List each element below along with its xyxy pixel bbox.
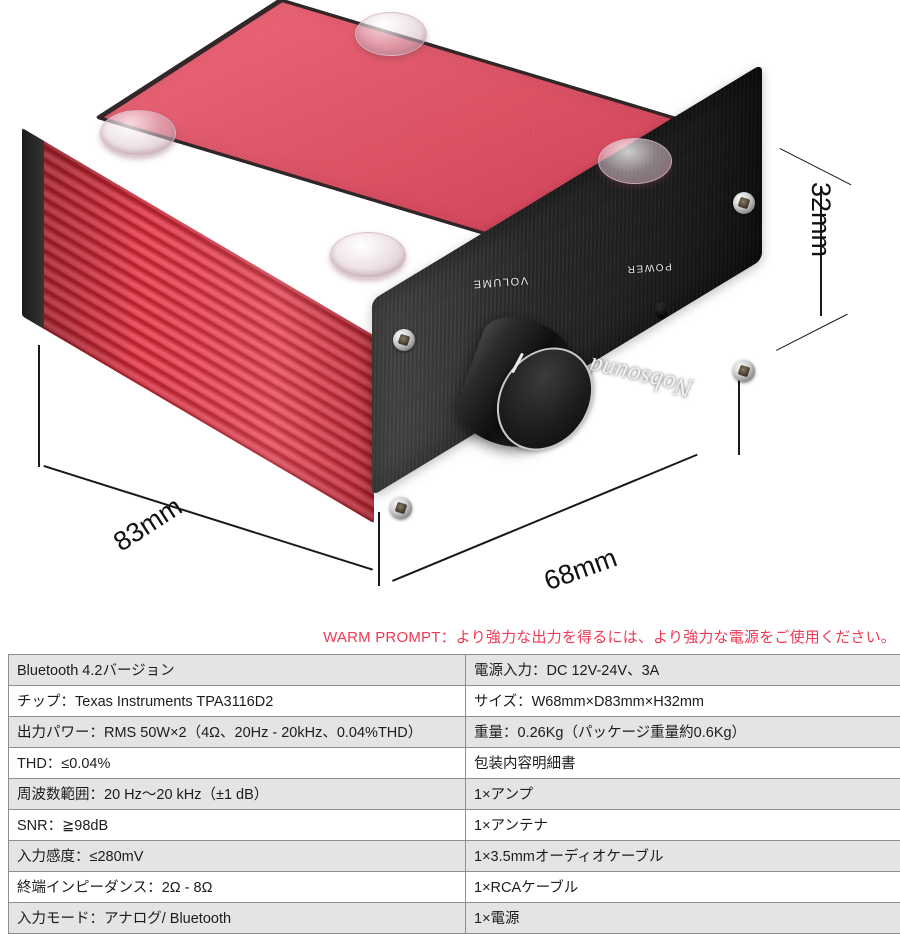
panel-screw-icon — [393, 329, 415, 351]
product-photo: VOLUME POWER Nobsound 32mm 83mm 68mm — [0, 0, 900, 620]
dimension-leader-line — [38, 345, 40, 467]
spec-cell-right: 1×RCAケーブル — [466, 872, 900, 903]
spec-cell-left: 出力パワー：RMS 50W×2（4Ω、20Hz - 20kHz、0.04%THD… — [9, 717, 466, 748]
panel-screw-icon — [733, 360, 755, 382]
spec-cell-right: サイズ：W68mm×D83mm×H32mm — [466, 686, 900, 717]
spec-cell-left: SNR：≧98dB — [9, 810, 466, 841]
spec-cell-right: 1×電源 — [466, 903, 900, 934]
panel-screw-icon — [733, 192, 755, 214]
rubber-foot — [330, 232, 406, 278]
spec-cell-right: 1×アンテナ — [466, 810, 900, 841]
table-row: 出力パワー：RMS 50W×2（4Ω、20Hz - 20kHz、0.04%THD… — [9, 717, 900, 748]
dimension-label-depth: 83mm — [108, 491, 188, 558]
dimension-leader-line — [776, 314, 848, 352]
table-row: Bluetooth 4.2バージョン電源入力：DC 12V-24V、3A — [9, 655, 900, 686]
spec-cell-right: 1×3.5mmオーディオケーブル — [466, 841, 900, 872]
dimension-label-height: 32mm — [805, 182, 836, 257]
table-row: 周波数範囲：20 Hz〜20 kHz（±1 dB）1×アンプ — [9, 779, 900, 810]
spec-cell-right: 重量：0.26Kg（パッケージ重量約0.6Kg） — [466, 717, 900, 748]
panel-screw-icon — [390, 497, 412, 519]
dimension-leader-line — [779, 148, 851, 186]
spec-cell-left: チップ：Texas Instruments TPA3116D2 — [9, 686, 466, 717]
power-led-icon — [655, 303, 668, 319]
rubber-foot — [100, 110, 176, 156]
spec-cell-right: 包装内容明細書 — [466, 748, 900, 779]
spec-cell-right: 1×アンプ — [466, 779, 900, 810]
spec-cell-left: 入力モード：アナログ/ Bluetooth — [9, 903, 466, 934]
dimension-leader-line — [738, 370, 740, 455]
rubber-foot — [355, 12, 427, 56]
spec-cell-left: THD：≤0.04% — [9, 748, 466, 779]
dimension-leader-line — [378, 512, 380, 586]
brand-logo: Nobsound — [586, 351, 696, 404]
warm-prompt-text: WARM PROMPT：より強力な出力を得るには、より強力な電源をご使用ください… — [0, 626, 896, 647]
spec-cell-right: 電源入力：DC 12V-24V、3A — [466, 655, 900, 686]
rubber-foot — [598, 138, 672, 184]
spec-cell-left: 入力感度：≤280mV — [9, 841, 466, 872]
spec-cell-left: 終端インピーダンス：2Ω - 8Ω — [9, 872, 466, 903]
spec-cell-left: 周波数範囲：20 Hz〜20 kHz（±1 dB） — [9, 779, 466, 810]
heatsink-fins — [22, 128, 374, 523]
spec-cell-left: Bluetooth 4.2バージョン — [9, 655, 466, 686]
dimension-bar-width — [392, 454, 697, 582]
dimension-label-width: 68mm — [540, 542, 621, 597]
heatsink-end-cap — [22, 128, 44, 329]
table-row: THD：≤0.04%包装内容明細書 — [9, 748, 900, 779]
